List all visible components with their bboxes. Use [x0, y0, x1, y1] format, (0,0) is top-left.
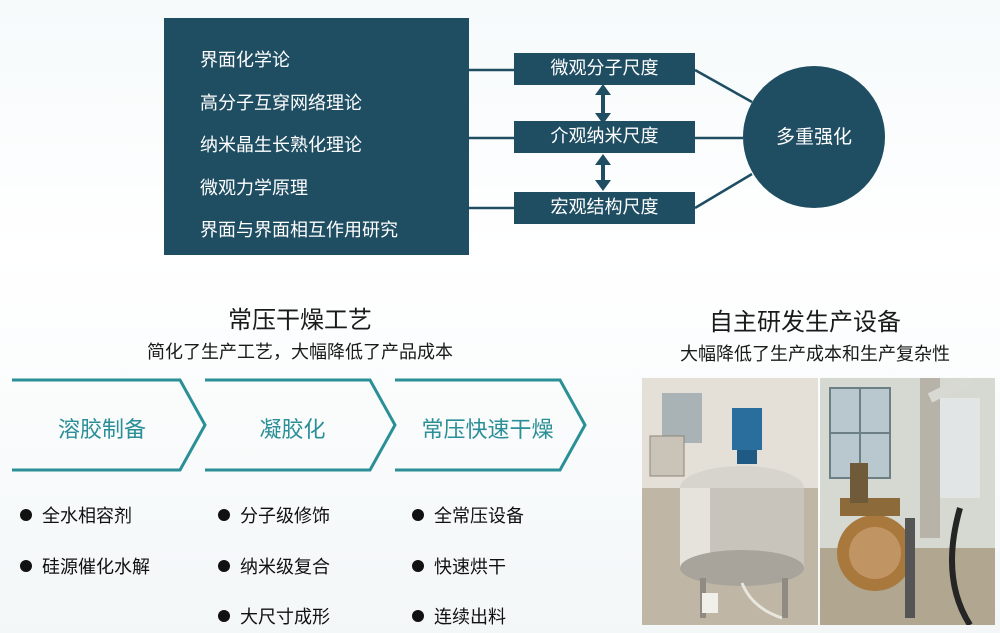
bullet-item: 分子级修饰 — [218, 502, 330, 528]
bullet-dot-icon — [218, 560, 230, 572]
scale-meso: 介观纳米尺度 — [514, 121, 695, 153]
bullet-dot-icon — [218, 509, 230, 521]
bullet-item: 全水相容剂 — [20, 502, 132, 528]
theory-box: 界面化学论 高分子互穿网络理论 纳米晶生长熟化理论 微观力学原理 界面与界面相互… — [164, 18, 469, 255]
bullet-dot-icon — [412, 560, 424, 572]
bullet-item: 快速烘干 — [412, 553, 506, 579]
scale-macro: 宏观结构尺度 — [514, 192, 695, 224]
bullet-dot-icon — [20, 560, 32, 572]
step-label: 常压快速干燥 — [421, 418, 554, 443]
equipment-photo-reactor — [642, 378, 818, 625]
step-label: 溶胶制备 — [57, 418, 146, 443]
theory-item: 微观力学原理 — [200, 177, 308, 199]
equipment-title: 自主研发生产设备 — [709, 308, 901, 336]
bullet-item: 全常压设备 — [412, 502, 524, 528]
bullet-item: 连续出料 — [412, 603, 506, 629]
result-circle: 多重强化 — [743, 66, 885, 208]
scale-micro: 微观分子尺度 — [514, 53, 695, 85]
theory-item: 界面与界面相互作用研究 — [200, 220, 398, 241]
bullet-item: 大尺寸成形 — [218, 603, 330, 629]
theory-item: 纳米晶生长熟化理论 — [200, 135, 362, 156]
equipment-subtitle: 大幅降低了生产成本和生产复杂性 — [680, 344, 950, 365]
bullet-dot-icon — [412, 610, 424, 622]
bullet-dot-icon — [412, 509, 424, 521]
theory-item: 界面化学论 — [200, 50, 290, 71]
bullet-item: 硅源催化水解 — [20, 553, 150, 579]
step-label: 凝胶化 — [259, 418, 326, 443]
connector-line — [694, 172, 753, 210]
double-arrow-icon — [595, 154, 611, 191]
theory-item: 高分子互穿网络理论 — [200, 92, 362, 114]
process-subtitle: 简化了生产工艺，大幅降低了产品成本 — [147, 342, 453, 363]
bullet-dot-icon — [218, 610, 230, 622]
bullet-dot-icon — [20, 509, 32, 521]
equipment-photo-dryer — [820, 378, 995, 625]
double-arrow-icon — [595, 84, 611, 124]
connector-line — [694, 68, 753, 104]
process-title: 常压干燥工艺 — [228, 306, 372, 334]
bullet-item: 纳米级复合 — [218, 553, 330, 579]
